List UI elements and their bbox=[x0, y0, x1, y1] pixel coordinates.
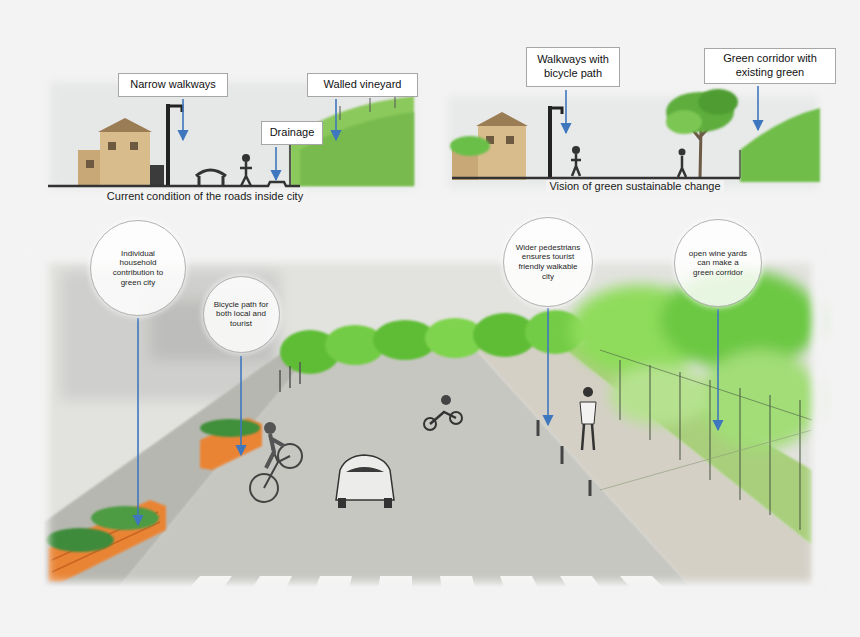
street-perspective bbox=[582, 424, 594, 450]
section-caption: Current condition of the roads inside ci… bbox=[104, 190, 306, 202]
street-perspective bbox=[264, 422, 276, 434]
current-section-sketch bbox=[100, 132, 150, 186]
current-section-sketch bbox=[166, 104, 170, 186]
current-section-sketch bbox=[240, 162, 252, 186]
street-perspective bbox=[620, 360, 800, 530]
callout-circle: open wine yards can make a green corrido… bbox=[674, 219, 762, 307]
street-perspective bbox=[200, 418, 262, 470]
street-perspective bbox=[200, 419, 260, 437]
vision-section-sketch bbox=[506, 136, 514, 144]
street-perspective bbox=[441, 395, 451, 405]
current-section-sketch bbox=[48, 82, 415, 188]
current-section-sketch bbox=[196, 170, 226, 186]
vision-section-sketch bbox=[548, 106, 552, 178]
street-perspective bbox=[46, 528, 114, 552]
street-perspective bbox=[44, 340, 318, 586]
current-section-sketch bbox=[48, 182, 300, 186]
vision-section-sketch bbox=[448, 89, 820, 188]
street-perspective bbox=[336, 455, 394, 500]
callout-box: Walkways with bicycle path bbox=[526, 47, 620, 87]
callout-box: Walled vineyard bbox=[307, 73, 418, 97]
street-perspective bbox=[338, 498, 346, 508]
leader-arrow bbox=[182, 99, 184, 140]
leader-arrow bbox=[240, 356, 242, 455]
leader-arrow bbox=[565, 90, 567, 133]
vision-section-sketch bbox=[450, 136, 490, 156]
vision-section-sketch bbox=[550, 108, 562, 114]
vision-section-sketch bbox=[572, 146, 580, 154]
callout-circle: Wider pedestrians ensures tourist friend… bbox=[503, 217, 593, 307]
callout-circle: Bicycle path for both local and tourist bbox=[203, 276, 280, 353]
callout-box: Narrow walkways bbox=[118, 73, 228, 97]
street-perspective bbox=[384, 498, 392, 508]
street-perspective bbox=[266, 434, 284, 468]
callout-circle: Individual household contribution to gre… bbox=[90, 220, 186, 316]
current-section-sketch bbox=[130, 142, 138, 150]
street-perspective bbox=[280, 362, 300, 392]
current-section-sketch bbox=[242, 154, 250, 162]
street-perspective bbox=[600, 350, 812, 420]
vision-section-sketch bbox=[476, 112, 528, 126]
vision-section-sketch bbox=[679, 149, 686, 156]
vision-section-sketch bbox=[678, 156, 686, 177]
callout-text: Drainage bbox=[270, 126, 315, 140]
current-section-sketch bbox=[86, 160, 94, 168]
callout-text: open wine yards can make a green corrido… bbox=[686, 249, 750, 278]
leader-arrow bbox=[138, 86, 758, 525]
callout-text: Individual household contribution to gre… bbox=[105, 249, 171, 287]
callout-text: Wider pedestrians ensures tourist friend… bbox=[513, 243, 583, 281]
vision-section-sketch bbox=[452, 177, 740, 180]
street-perspective bbox=[583, 387, 593, 397]
leader-arrow bbox=[137, 318, 139, 525]
leader-arrow bbox=[275, 147, 277, 180]
section-caption: Vision of green sustainable change bbox=[546, 180, 723, 192]
street-perspective bbox=[600, 430, 812, 490]
callout-box: Green corridor with existing green bbox=[704, 48, 836, 84]
vision-section-sketch bbox=[739, 150, 741, 178]
current-section-sketch bbox=[340, 94, 395, 120]
vision-section-sketch bbox=[740, 108, 820, 182]
current-section-sketch bbox=[168, 106, 182, 112]
street-perspective bbox=[430, 412, 456, 424]
street-perspective bbox=[91, 506, 159, 530]
current-section-sketch bbox=[98, 118, 152, 132]
leader-arrow bbox=[717, 309, 719, 430]
current-section-sketch bbox=[108, 142, 116, 150]
vision-section-sketch bbox=[666, 110, 702, 134]
leader-arrow bbox=[547, 308, 549, 425]
street-perspective bbox=[538, 420, 590, 496]
callout-box: Drainage bbox=[261, 121, 323, 145]
callout-text: Narrow walkways bbox=[130, 78, 216, 92]
vision-section-sketch bbox=[698, 89, 738, 115]
current-section-sketch bbox=[150, 165, 164, 186]
street-perspective bbox=[580, 402, 596, 424]
current-section-sketch bbox=[50, 82, 415, 188]
callout-text: Bicycle path for both local and tourist bbox=[211, 300, 271, 329]
vision-section-sketch bbox=[571, 154, 581, 176]
vision-section-sketch bbox=[478, 126, 526, 180]
callout-text: Green corridor with existing green bbox=[711, 52, 829, 80]
street-perspective bbox=[346, 467, 384, 472]
callout-text: Walled vineyard bbox=[324, 78, 402, 92]
street-perspective bbox=[280, 310, 585, 374]
callout-text: Walkways with bicycle path bbox=[533, 53, 613, 81]
street-perspective bbox=[610, 365, 710, 425]
leader-arrow bbox=[757, 86, 759, 130]
leader-arrow bbox=[335, 99, 337, 140]
